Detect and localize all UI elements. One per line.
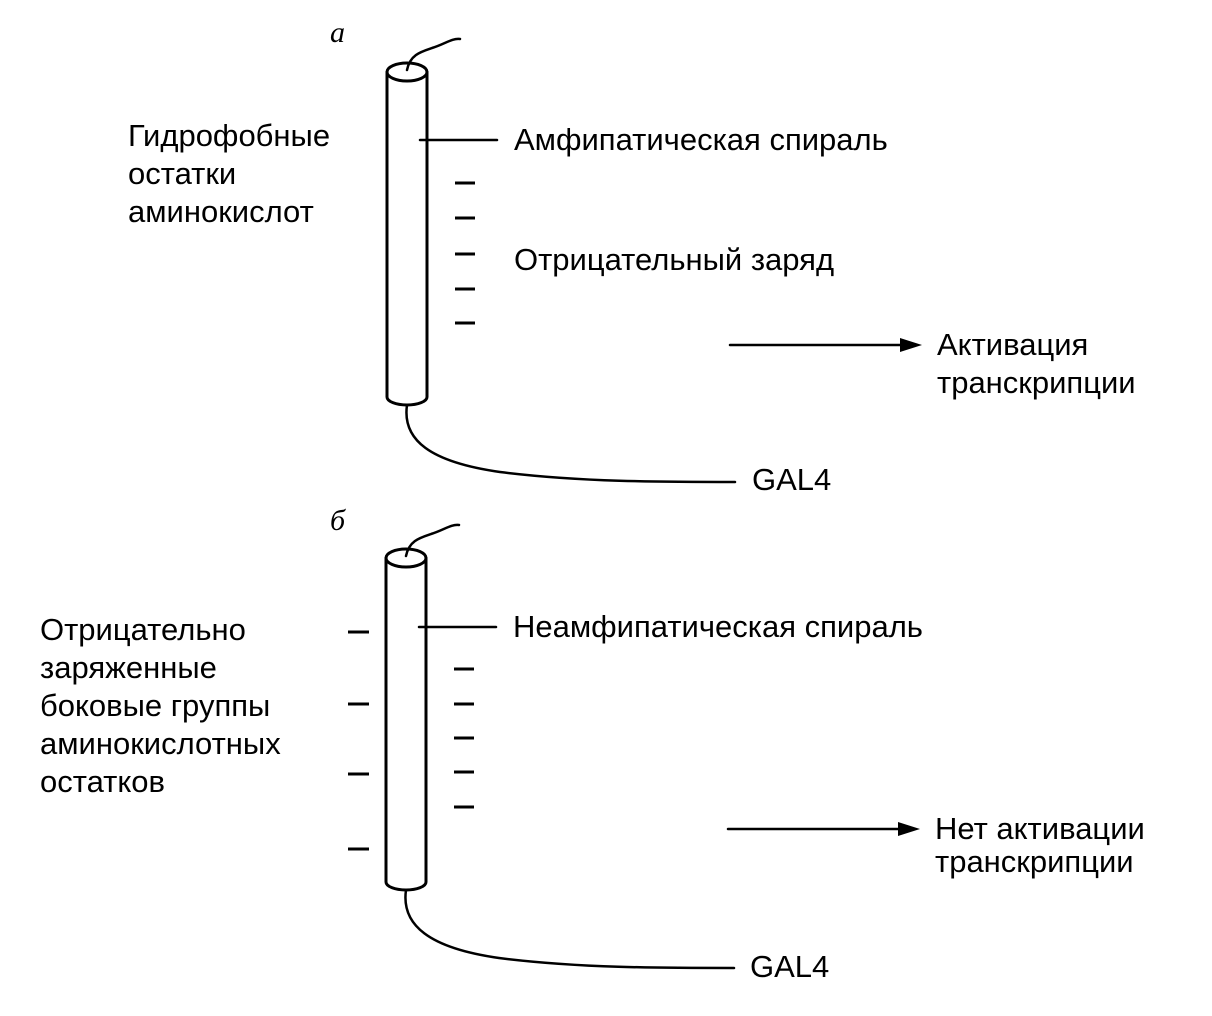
panel-b-result-label: Нет активации транскрипции [935,811,1153,879]
panel-b-gal4-label: GAL4 [750,949,829,984]
panel-a-bottom-tail [405,403,737,484]
panel-a-helix-cylinder [385,61,429,407]
panel-b-letter: б [330,504,346,537]
panel-b-helix-label: Неамфипатическая спираль [513,609,923,644]
panel-b-helix-cylinder [384,547,428,892]
panel-a-result-label: Активация транскрипции [937,327,1136,400]
panel-b-arrow [726,822,920,836]
panel-a-letter: а [330,16,345,49]
panel-b-left-label: Отрицательно заряженные боковые группы а… [40,612,289,799]
panel-b-left-charge-marks [348,630,369,851]
panel-a-charge-marks [455,181,475,325]
panel-a-arrow [728,338,922,352]
panel-a-charge-label: Отрицательный заряд [514,242,834,277]
panel-a-left-label: Гидрофобные остатки аминокислот [128,118,339,229]
panel-b-top-tail [404,523,461,558]
panel-a-helix-label: Амфипатическая спираль [514,122,888,157]
panel-b-right-charge-marks [454,667,474,809]
panel-a: а Гидрофобные остатки аминокислот Амфипа… [128,16,1136,497]
panel-b: б Отрицательно заряженные [40,504,1153,984]
panel-a-gal4-label: GAL4 [752,462,831,497]
panel-a-top-tail [405,37,462,72]
panel-b-bottom-tail [404,888,736,970]
